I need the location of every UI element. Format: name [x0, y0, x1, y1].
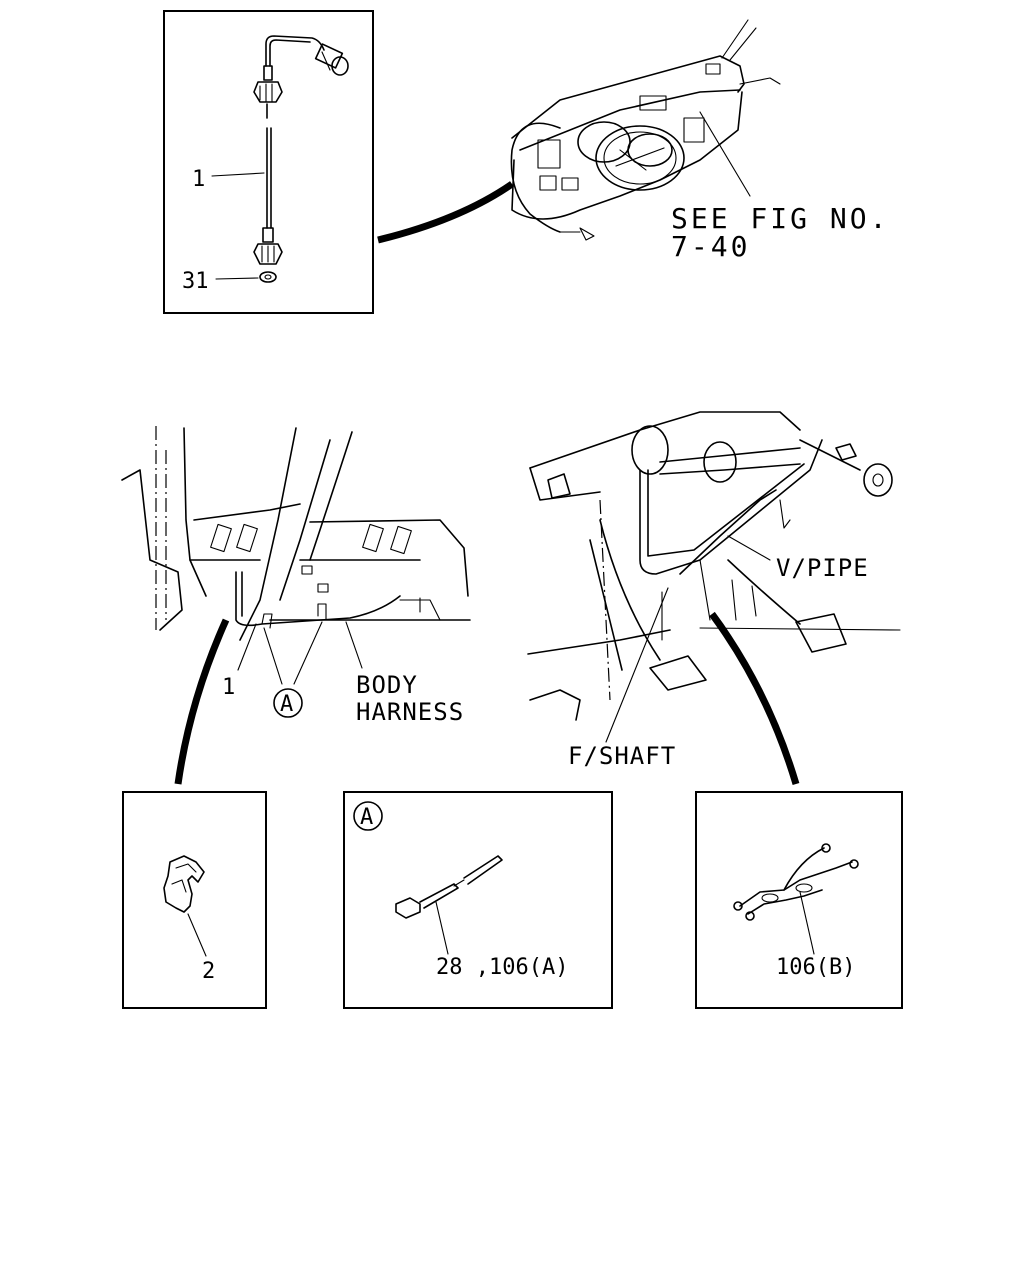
svg-text:A: A	[360, 805, 373, 830]
dashboard-illustration: SEE FIG NO. 7-40	[510, 19, 889, 263]
cable-end-connector	[314, 43, 349, 76]
cable-upper-nut	[253, 65, 283, 103]
part-number-1-top: 1	[192, 167, 205, 192]
see-fig-label-line2: 7-40	[671, 230, 750, 263]
clip-detail-box: 2	[122, 791, 267, 1009]
see-fig-label-line1: SEE FIG NO.	[671, 202, 889, 235]
v-pipe-label: V/PIPE	[776, 554, 869, 582]
body-harness-label-line2: HARNESS	[356, 698, 464, 726]
clip-part-2	[163, 855, 205, 913]
body-harness-illustration: 1 A BODY HARNESS	[121, 426, 471, 726]
part-number-28-106a: 28 ,106(A)	[436, 955, 568, 980]
body-harness-label-line1: BODY	[356, 671, 418, 699]
connector-arrow-clamp	[709, 611, 800, 785]
part-number-1-bottom: 1	[222, 675, 235, 700]
part-number-31: 31	[182, 269, 209, 294]
box-a-tag: A	[353, 801, 383, 831]
callout-a-circle: A	[273, 688, 303, 718]
part-number-106b: 106(B)	[776, 955, 855, 980]
connector-arrow-dash	[377, 181, 514, 244]
clamp-detail-box: 106(B)	[695, 791, 903, 1009]
washer-31	[259, 271, 277, 283]
cable-tie	[395, 855, 503, 919]
pedal-illustration: V/PIPE F/SHAFT	[527, 411, 901, 770]
f-shaft-label: F/SHAFT	[568, 742, 676, 770]
part-number-2: 2	[202, 959, 215, 984]
cable-detail-box: 1 31	[163, 10, 374, 314]
tie-detail-box: A 28 ,106(A)	[343, 791, 613, 1009]
clamp-106b	[733, 843, 859, 921]
cable-lower-nut	[253, 227, 283, 265]
connector-arrow-clip	[174, 618, 230, 785]
svg-text:A: A	[280, 692, 293, 717]
